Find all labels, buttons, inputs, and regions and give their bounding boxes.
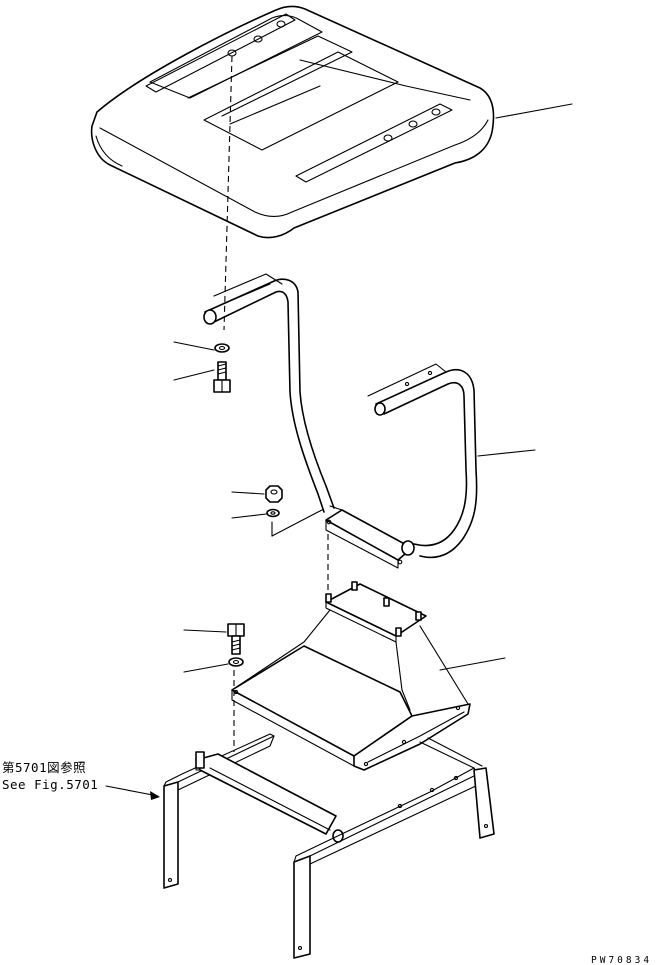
reference-note: 第5701図参照 See Fig.5701 [2, 760, 160, 800]
reference-note-english: See Fig.5701 [2, 777, 98, 792]
arrow-head-icon [150, 791, 160, 800]
roof-canopy [90, 5, 573, 239]
washer-icon [228, 657, 244, 667]
alignment-dashed-line [223, 55, 233, 331]
console-leader-line [439, 657, 506, 671]
left-grab-rail [203, 273, 335, 513]
drawing-code: PW70834 [591, 955, 652, 965]
stud-bolts [325, 581, 422, 637]
support-frame [163, 733, 495, 959]
washer-icon [266, 508, 280, 518]
console-stand [231, 581, 506, 771]
rail-mounting-bracket [325, 505, 415, 569]
right-grab-rail [367, 363, 536, 559]
washer-icon [214, 343, 230, 353]
rail-leader-line [477, 449, 536, 457]
lower-bolt-assembly [183, 623, 245, 673]
reference-note-japanese: 第5701図参照 [2, 760, 86, 775]
roof-leader-line [495, 103, 573, 119]
upper-bolt-assembly [173, 341, 231, 393]
reference-arrow-line [105, 785, 159, 797]
nut-washer-assembly [231, 485, 323, 537]
